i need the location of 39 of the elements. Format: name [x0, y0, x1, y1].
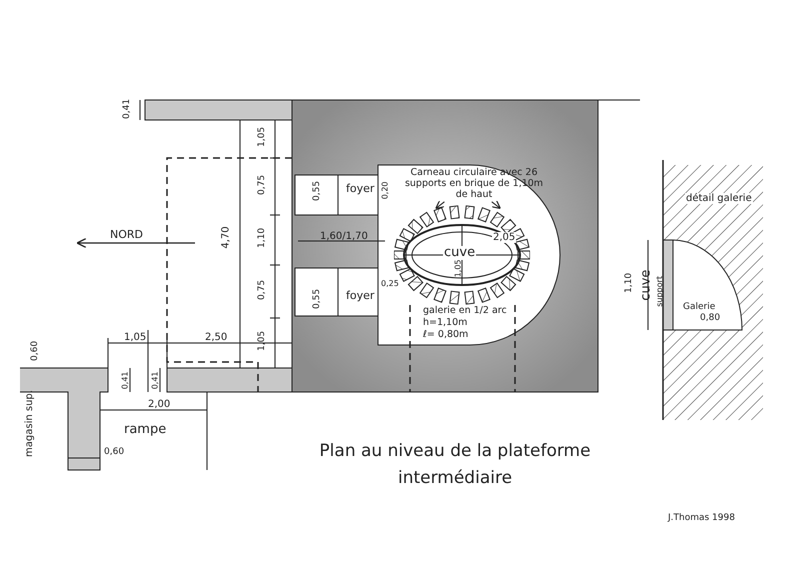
dimension-label: 1,05 [258, 126, 268, 147]
dimension-label: 0,60 [104, 448, 124, 458]
dimension-label: 1,60/1,70 [320, 231, 368, 242]
room-label: rampe [124, 423, 166, 438]
dimension-label: 1,05 [454, 260, 464, 278]
direction-label: NORD [110, 229, 143, 242]
leader-line [491, 200, 501, 210]
detail-title: détail galerie [685, 193, 753, 204]
dimension-label: 4,70 [220, 226, 232, 249]
dimension-label: 1,05 [124, 332, 146, 343]
dimension-label: 0,25 [380, 280, 400, 289]
room-label: foyer [345, 290, 376, 302]
dimension-label: 1,05 [258, 330, 268, 351]
note-label: galerie en 1/2 arc [422, 306, 508, 316]
dimension-label: 0,55 [312, 180, 323, 201]
dimension-label: 2,00 [148, 399, 170, 410]
dimension-label: 0,41 [122, 98, 133, 119]
part-label: support [656, 276, 666, 307]
dimension-label: 2,05 [492, 232, 516, 243]
note-label: h=1,10m [422, 318, 468, 328]
dimension-label: 0,80 [700, 314, 720, 324]
dimension-label: 0,20 [382, 182, 390, 200]
tank-label: cuve [443, 246, 476, 260]
note-label: ℓ= 0,80m [422, 330, 470, 340]
dimension-label: 1,10 [624, 272, 635, 293]
plan-title: Plan au niveau de la plateforme intermédiaire [318, 440, 592, 490]
dimension-label: 0,75 [258, 280, 268, 300]
author-signature: J.Thomas 1998 [668, 514, 735, 524]
dimension-label: 1,10 [258, 228, 268, 248]
room-label: magasin sup. [24, 390, 36, 457]
dimension-label: 0,60 [30, 340, 41, 361]
dimension-label: 0,41 [152, 372, 160, 390]
dimension-label: 2,50 [205, 332, 228, 343]
part-label: Galerie [683, 303, 716, 313]
room-label: foyer [345, 183, 376, 196]
leader-line [435, 200, 445, 210]
dimension-label: 0,75 [258, 174, 268, 195]
dimension-label: 0,41 [122, 372, 130, 390]
dimension-label: 0,55 [312, 288, 323, 309]
